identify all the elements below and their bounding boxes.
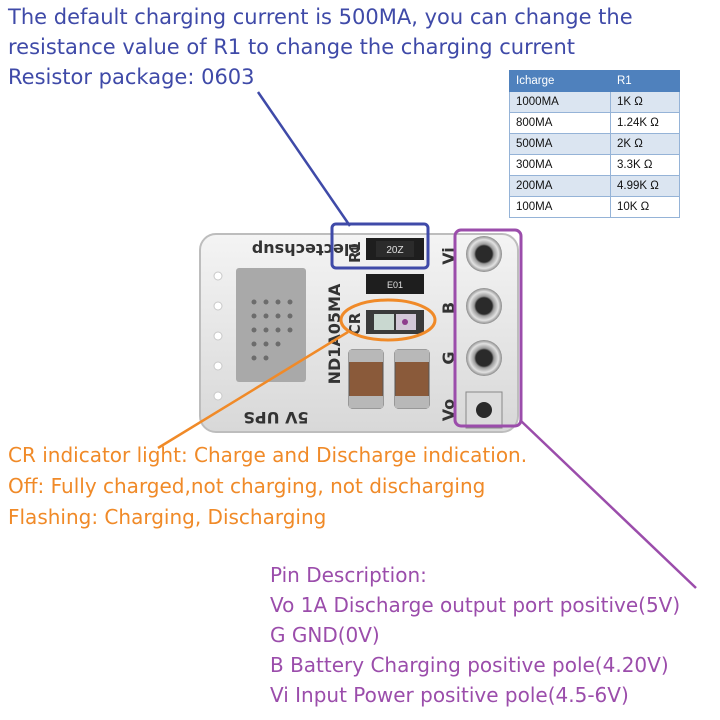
table-header-r1: R1	[610, 70, 680, 92]
pin-desc-line: Vi Input Power positive pole(4.5-6V)	[270, 683, 629, 707]
table-cell: 1000MA	[509, 91, 611, 113]
pin-desc-line: Vo 1A Discharge output port positive(5V)	[270, 593, 681, 617]
cr-line: Flashing: Charging, Discharging	[8, 505, 327, 529]
table-row: 1000MA 1K Ω	[509, 91, 680, 113]
pin-label-vo: Vo	[439, 399, 458, 422]
cr-code: E01	[387, 280, 403, 290]
desc-line: resistance value of R1 to change the cha…	[8, 35, 576, 59]
table-cell: 300MA	[509, 154, 611, 176]
r1-silkscreen: R1	[346, 241, 364, 263]
pin-label-g: G	[439, 351, 458, 364]
ups-module-board: 20Z E01 electechsup R1 CR ND1A05MA 5V UP…	[196, 230, 526, 437]
thermal-pad	[236, 268, 306, 382]
table-cell: 100MA	[509, 196, 611, 218]
table-header-row: Icharge R1	[509, 70, 680, 92]
pin-label-b: B	[439, 302, 458, 314]
table-cell: 4.99K Ω	[610, 175, 680, 197]
table-cell: 3.3K Ω	[610, 154, 680, 176]
name-silkscreen: 5V UPS	[243, 408, 308, 427]
table-cell: 1K Ω	[610, 91, 680, 113]
model-silkscreen: ND1A05MA	[325, 283, 344, 384]
resistor-value-table: Icharge R1 1000MA 1K Ω 800MA 1.24K Ω 500…	[509, 70, 680, 218]
table-row: 500MA 2K Ω	[509, 133, 680, 155]
table-row: 100MA 10K Ω	[509, 196, 680, 218]
cr-line: CR indicator light: Charge and Discharge…	[8, 443, 528, 467]
desc-line: The default charging current is 500MA, y…	[8, 5, 633, 29]
pin-description: Pin Description: Vo 1A Discharge output …	[270, 560, 680, 710]
r1-pointer-line	[256, 91, 352, 227]
pin-pad-b	[466, 288, 502, 324]
board-drawing: 20Z E01 electechsup R1 CR ND1A05MA 5V UP…	[199, 233, 519, 433]
cr-silkscreen: CR	[346, 312, 364, 335]
brand-silkscreen: electechsup	[252, 240, 360, 259]
pin-desc-line: G GND(0V)	[270, 623, 380, 647]
table-cell: 10K Ω	[610, 196, 680, 218]
table-row: 200MA 4.99K Ω	[509, 175, 680, 197]
table-row: 300MA 3.3K Ω	[509, 154, 680, 176]
pin-desc-title: Pin Description:	[270, 563, 427, 587]
cr-indicator-description: CR indicator light: Charge and Discharge…	[8, 440, 527, 533]
r1-code: 20Z	[386, 245, 403, 256]
charging-current-description: The default charging current is 500MA, y…	[8, 2, 633, 92]
table-cell: 800MA	[509, 112, 611, 134]
table-row: 800MA 1.24K Ω	[509, 112, 680, 134]
desc-line: Resistor package: 0603	[8, 65, 255, 89]
pin-pad-g	[466, 340, 502, 376]
pin-pad-vi	[466, 236, 502, 272]
pin-label-vi: Vi	[439, 247, 458, 265]
table-cell: 2K Ω	[610, 133, 680, 155]
table-cell: 500MA	[509, 133, 611, 155]
table-cell: 1.24K Ω	[610, 112, 680, 134]
pin-desc-line: B Battery Charging positive pole(4.20V)	[270, 653, 669, 677]
table-cell: 200MA	[509, 175, 611, 197]
cr-line: Off: Fully charged,not charging, not dis…	[8, 474, 486, 498]
smd-component	[366, 274, 424, 294]
table-header-icharge: Icharge	[509, 70, 611, 92]
